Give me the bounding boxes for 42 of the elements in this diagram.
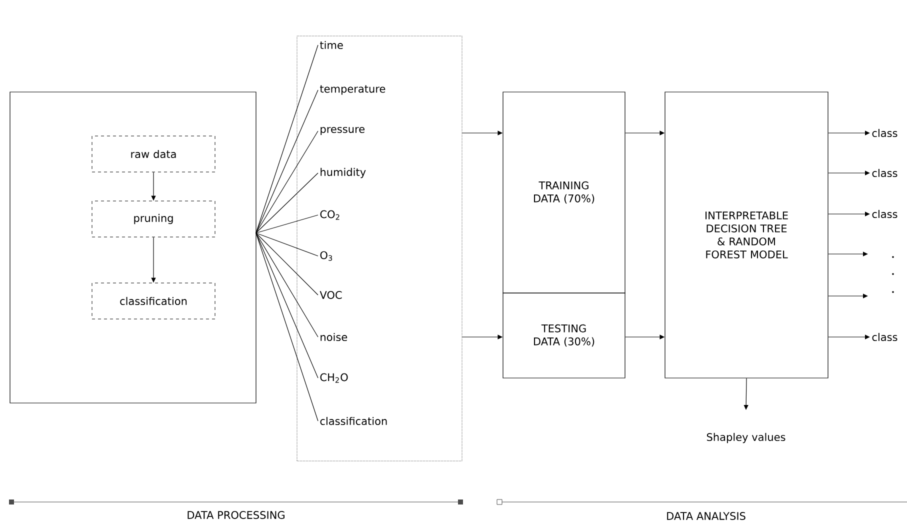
model-box: INTERPRETABLE DECISION TREE & RANDOM FOREST MODEL [664, 92, 828, 378]
section-label: DATA ANALYSIS [667, 512, 746, 520]
connector-line [256, 232, 318, 338]
arrow [828, 294, 868, 298]
connector-line [256, 172, 318, 234]
connector-line [256, 232, 318, 296]
class-label: class [872, 168, 898, 178]
process-box: classification [92, 282, 216, 320]
process-panel [10, 92, 256, 404]
connector-line [256, 214, 318, 234]
class-label: class [872, 332, 898, 342]
connector-line [256, 232, 318, 422]
arrow [744, 378, 748, 410]
process-box: pruning [92, 200, 216, 238]
feature-label: CH$_{2}$O [320, 373, 348, 383]
section-label: DATA PROCESSING [188, 511, 284, 519]
connector-line [256, 130, 318, 234]
feature-panel [296, 36, 462, 462]
connector-line [256, 90, 318, 234]
arrow [828, 252, 868, 256]
arrow [828, 170, 870, 176]
feature-label: temperature [320, 85, 386, 95]
arrow [828, 130, 870, 136]
arrow [828, 334, 870, 340]
process-box: raw data [92, 136, 216, 172]
feature-label: humidity [320, 168, 366, 178]
connector-line [256, 232, 318, 378]
feature-label: VOC [320, 291, 342, 299]
feature-label: CO$_{2}$ [320, 210, 340, 220]
data-box: TRAINING DATA (70%) [502, 92, 626, 294]
connector-line [256, 44, 318, 234]
output-label: Shapley values [706, 432, 786, 444]
data-box: TESTING DATA (30%) [502, 292, 626, 378]
feature-label: pressure [320, 126, 364, 136]
class-label: class [872, 210, 898, 218]
class-label: class [872, 128, 898, 138]
connector-line [256, 232, 318, 256]
feature-label: noise [320, 332, 348, 342]
feature-label: O$_{3}$ [320, 251, 332, 261]
feature-label: time [320, 40, 343, 50]
feature-label: classification [320, 416, 387, 426]
arrow [828, 212, 870, 216]
